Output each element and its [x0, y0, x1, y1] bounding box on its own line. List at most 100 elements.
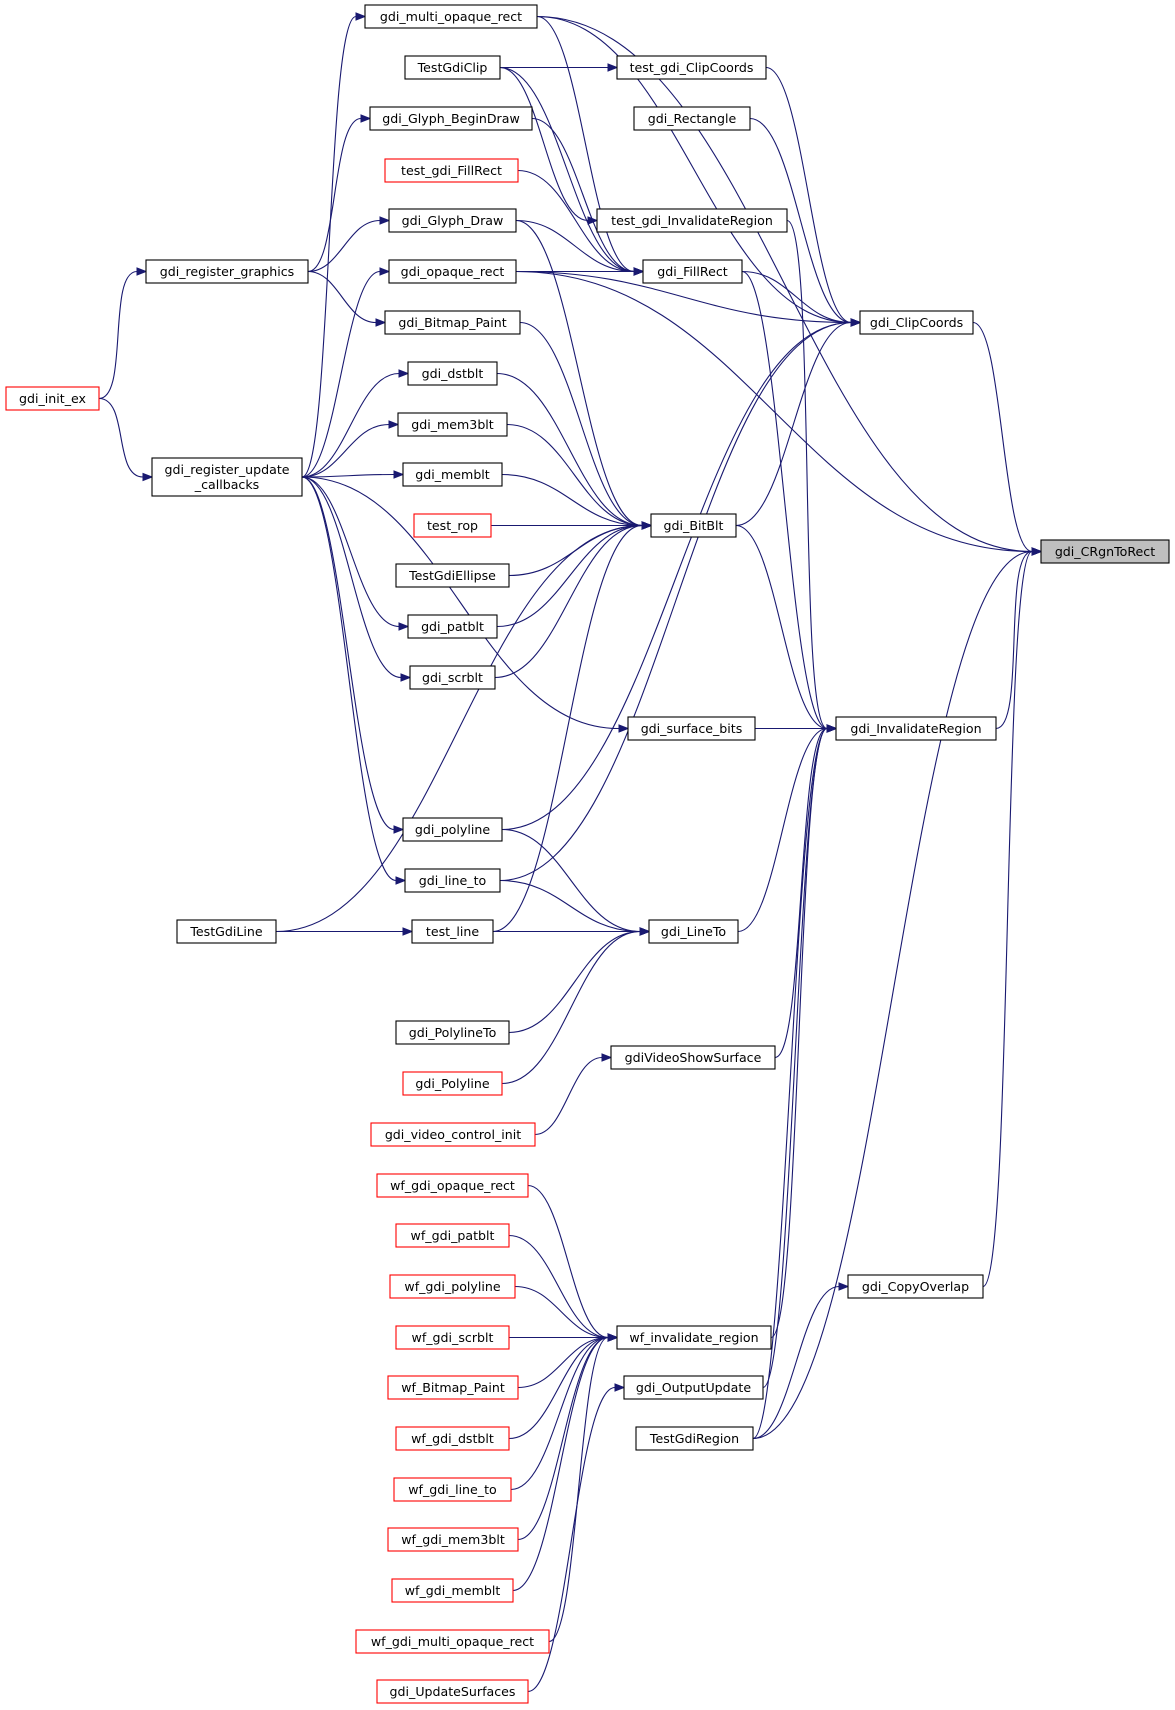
node-gdi-update-surfaces[interactable]: gdi_UpdateSurfaces — [376, 1679, 529, 1704]
node-gdi-polyline-to[interactable]: gdi_PolylineTo — [395, 1020, 510, 1045]
node-gdi-glyph-begin-draw[interactable]: gdi_Glyph_BeginDraw — [369, 106, 533, 131]
node-wf-gdi-memblt[interactable]: wf_gdi_memblt — [391, 1578, 514, 1603]
node-label: gdi_patblt — [421, 619, 484, 634]
arrowhead-test-gdi-region-to-gdi-crgn-to-rect — [1031, 547, 1043, 556]
node-gdi-surface-bits[interactable]: gdi_surface_bits — [627, 716, 756, 741]
node-box — [370, 1122, 536, 1147]
edge-gdi-bit-blt-to-gdi-clip-coords — [735, 321, 852, 527]
node-box — [151, 457, 303, 497]
node-label: gdiVideoShowSurface — [625, 1050, 762, 1065]
node-wf-gdi-multi-opaque-rect[interactable]: wf_gdi_multi_opaque_rect — [355, 1629, 550, 1654]
node-wf-gdi-line-to[interactable]: wf_gdi_line_to — [393, 1477, 512, 1502]
node-gdi-polyline[interactable]: gdi_Polyline — [402, 1071, 503, 1096]
node-gdi-line-to[interactable]: gdi_LineTo — [648, 919, 739, 944]
node-box — [404, 55, 501, 80]
arrowhead-test-gdi-region-to-gdi-invalidate-region — [826, 724, 838, 733]
node-label: gdi_register_graphics — [160, 264, 295, 279]
edge-wf-gdi-polyline-to-wf-invalidate-region — [514, 1285, 609, 1339]
node-box — [411, 919, 494, 944]
node-gdi-register-graphics[interactable]: gdi_register_graphics — [145, 259, 309, 284]
node-gdi-video-show-surface[interactable]: gdiVideoShowSurface — [610, 1045, 776, 1070]
node-gdi-mem3blt[interactable]: gdi_mem3blt — [397, 412, 508, 437]
node-gdi-copy-overlap[interactable]: gdi_CopyOverlap — [847, 1274, 984, 1299]
edge-gdi-glyph-draw-to-gdi-fill-rect — [515, 219, 635, 273]
node-wf-gdi-scrblt[interactable]: wf_gdi_scrblt — [395, 1325, 510, 1350]
node-box — [402, 817, 503, 842]
node-gdi-memblt[interactable]: gdi_memblt — [402, 462, 503, 487]
node-test-line[interactable]: test_line — [411, 919, 494, 944]
node-label: gdi_LineTo — [661, 924, 727, 939]
node-test-gdi-region[interactable]: TestGdiRegion — [635, 1426, 754, 1451]
node-wf-gdi-mem3blt[interactable]: wf_gdi_mem3blt — [387, 1527, 519, 1552]
node-box — [395, 1020, 510, 1045]
node-test-rop[interactable]: test_rop — [413, 513, 492, 538]
node-gdi-scrblt[interactable]: gdi_scrblt — [409, 665, 496, 690]
arrowhead-gdi-register-graphics-to-gdi-glyph-draw — [379, 216, 391, 225]
node-gdi-line-to[interactable]: gdi_line_to — [404, 868, 501, 893]
node-gdi-fill-rect[interactable]: gdi_FillRect — [642, 259, 743, 284]
node-label: wf_gdi_mem3blt — [401, 1532, 505, 1547]
node-box — [355, 1629, 550, 1654]
node-test-gdi-clip-coords[interactable]: test_gdi_ClipCoords — [616, 55, 767, 80]
node-gdi-crgn-to-rect[interactable]: gdi_CRgnToRect — [1040, 539, 1170, 564]
node-gdi-rectangle[interactable]: gdi_Rectangle — [633, 106, 751, 131]
node-label: gdi_video_control_init — [385, 1127, 521, 1142]
node-label: test_line — [426, 924, 479, 939]
node-label: wf_gdi_dstblt — [411, 1431, 494, 1446]
node-gdi-clip-coords[interactable]: gdi_ClipCoords — [859, 310, 974, 335]
node-test-gdi-fill-rect[interactable]: test_gdi_FillRect — [384, 158, 519, 183]
node-wf-gdi-patblt[interactable]: wf_gdi_patblt — [395, 1223, 510, 1248]
arrowhead-gdi-register-graphics-to-gdi-glyph-begin-draw — [360, 114, 372, 123]
arrowhead-gdi-init-ex-to-gdi-register-update-callbacks — [142, 472, 154, 482]
node-wf-gdi-opaque-rect[interactable]: wf_gdi_opaque_rect — [376, 1173, 529, 1198]
node-gdi-register-update-callbacks[interactable]: gdi_register_update_callbacks — [151, 457, 303, 497]
node-wf-gdi-dstblt[interactable]: wf_gdi_dstblt — [395, 1426, 510, 1451]
node-gdi-dstblt[interactable]: gdi_dstblt — [407, 361, 498, 386]
node-gdi-video-control-init[interactable]: gdi_video_control_init — [370, 1122, 536, 1147]
node-gdi-opaque-rect[interactable]: gdi_opaque_rect — [388, 259, 517, 284]
arrowhead-gdi-register-graphics-to-gdi-bitmap-paint — [375, 318, 387, 327]
edge-gdi-output-update-to-gdi-invalidate-region — [762, 727, 828, 1389]
node-test-gdi-ellipse[interactable]: TestGdiEllipse — [395, 563, 510, 588]
edge-gdi-register-update-callbacks-to-gdi-memblt — [301, 473, 395, 478]
edge-gdi-polyline-to-gdi-clip-coords — [501, 321, 852, 831]
node-gdi-output-update[interactable]: gdi_OutputUpdate — [623, 1375, 764, 1400]
node-gdi-invalidate-region[interactable]: gdi_InvalidateRegion — [835, 716, 997, 741]
edge-gdi-clip-coords-to-gdi-crgn-to-rect — [972, 321, 1033, 553]
node-test-gdi-clip[interactable]: TestGdiClip — [404, 55, 501, 80]
node-wf-invalidate-region[interactable]: wf_invalidate_region — [616, 1325, 772, 1350]
edge-gdi-scrblt-to-gdi-bit-blt — [494, 524, 643, 679]
node-gdi-patblt[interactable]: gdi_patblt — [407, 614, 498, 639]
edge-wf-gdi-opaque-rect-to-wf-invalidate-region — [527, 1184, 609, 1339]
node-box — [402, 462, 503, 487]
node-gdi-glyph-draw[interactable]: gdi_Glyph_Draw — [388, 208, 517, 233]
edge-gdi-register-update-callbacks-to-gdi-line-to — [301, 476, 397, 882]
node-wf-gdi-polyline[interactable]: wf_gdi_polyline — [389, 1274, 516, 1299]
edge-gdi-patblt-to-gdi-bit-blt — [496, 524, 643, 628]
node-gdi-bitmap-paint[interactable]: gdi_Bitmap_Paint — [384, 310, 521, 335]
node-test-gdi-line[interactable]: TestGdiLine — [176, 919, 277, 944]
edge-test-gdi-invalidate-region-to-gdi-invalidate-region — [786, 219, 828, 730]
node-label: _callbacks — [194, 477, 259, 492]
node-gdi-polyline[interactable]: gdi_polyline — [402, 817, 503, 842]
node-wf-bitmap-paint[interactable]: wf_Bitmap_Paint — [387, 1375, 519, 1400]
node-box — [413, 513, 492, 538]
arrowhead-gdi-register-update-callbacks-to-gdi-patblt — [398, 622, 410, 631]
edge-gdi-multi-opaque-rect-to-gdi-fill-rect — [536, 15, 635, 273]
node-box — [369, 106, 533, 131]
node-box — [387, 1375, 519, 1400]
node-label: gdi_memblt — [415, 467, 490, 482]
node-gdi-init-ex[interactable]: gdi_init_ex — [5, 386, 100, 411]
arrowhead-gdi-register-update-callbacks-to-gdi-polyline — [393, 825, 405, 834]
arrowhead-gdi-opaque-rect-to-gdi-fill-rect — [633, 267, 645, 276]
arrowhead-gdi-register-update-callbacks-to-gdi-scrblt — [400, 673, 412, 682]
node-gdi-bit-blt[interactable]: gdi_BitBlt — [650, 513, 737, 538]
arrowhead-gdi-register-update-callbacks-to-gdi-multi-opaque-rect — [355, 12, 367, 21]
node-label: wf_gdi_opaque_rect — [390, 1178, 515, 1193]
node-box — [393, 1477, 512, 1502]
node-box — [402, 1071, 503, 1096]
node-test-gdi-invalidate-region[interactable]: test_gdi_InvalidateRegion — [596, 208, 788, 233]
edge-test-gdi-clip-to-gdi-fill-rect — [499, 66, 635, 273]
node-gdi-multi-opaque-rect[interactable]: gdi_multi_opaque_rect — [364, 4, 538, 29]
edge-gdi-register-update-callbacks-to-gdi-surface-bits — [301, 476, 620, 730]
